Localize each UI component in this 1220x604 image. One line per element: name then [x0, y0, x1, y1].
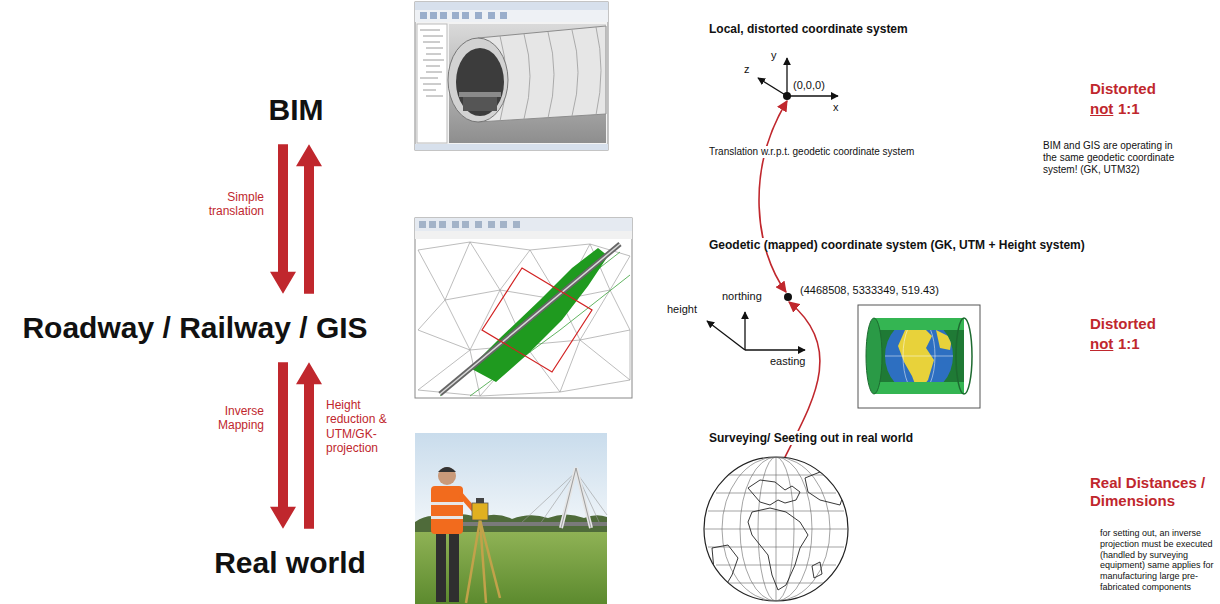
- surveyor-photo: [415, 433, 607, 604]
- terrain-triangulation: [418, 242, 630, 396]
- selection-frame: [482, 268, 592, 372]
- tunnel-portal: [448, 38, 508, 122]
- note-text: for setting out, an inverse projection m…: [1100, 528, 1214, 593]
- bridge-pylon: [561, 468, 591, 528]
- status-text: 1:1: [1118, 335, 1140, 353]
- status-bar: [415, 144, 608, 150]
- axis-label: easting: [770, 355, 805, 368]
- bridge-pylon-edge: [561, 468, 591, 528]
- cylinder-end: [866, 318, 882, 394]
- status-text: Distorted: [1090, 315, 1156, 333]
- bim-screenshot: [415, 2, 608, 150]
- toolbar-icons: [419, 221, 520, 228]
- axis-label: height: [667, 303, 697, 316]
- section-heading: Surveying/ Seeting out in real world: [707, 431, 915, 445]
- coordinate-label: (4468508, 5333349, 519.43): [798, 284, 941, 297]
- block-arrow: [270, 362, 296, 529]
- world-globe: [704, 457, 848, 601]
- projection-cylinder-picture: [858, 305, 980, 408]
- axis-label: x: [833, 101, 839, 114]
- note-text: Translation w.r.p.t. geodetic coordinate…: [707, 146, 916, 158]
- toolbar: [415, 231, 632, 239]
- origin-dot: [783, 92, 791, 100]
- surveyor-figure: [431, 467, 474, 602]
- tree-panel: [417, 24, 447, 143]
- block-arrow: [296, 362, 322, 529]
- road-centerline: [440, 244, 620, 394]
- picture-frame: [858, 305, 980, 408]
- window-frame: [415, 2, 608, 150]
- cylinder-band: [874, 382, 964, 394]
- geodetic-axes: [707, 312, 805, 350]
- block-arrow: [296, 144, 322, 294]
- layer-title: Real world: [214, 546, 366, 581]
- coordinate-label: (0,0,0): [793, 79, 825, 92]
- status-text: 1:1: [1118, 100, 1140, 118]
- tunnel-base: [463, 97, 497, 111]
- window-frame: [415, 218, 632, 398]
- viewport: [449, 24, 606, 143]
- tunnel-rings: [500, 27, 601, 121]
- cylinder-band: [874, 318, 964, 330]
- ribbon: [415, 10, 608, 22]
- arrow-label: Height reduction & UTM/GK-projection: [326, 398, 402, 456]
- block-arrow: [270, 144, 296, 294]
- layer-title: BIM: [269, 93, 324, 128]
- local-axes: [758, 58, 838, 96]
- road-alignment: [440, 244, 620, 394]
- status-text: Distorted: [1090, 80, 1156, 98]
- note-text: BIM and GIS are operating in the same ge…: [1043, 140, 1188, 176]
- title-bar: [415, 2, 608, 10]
- cylinder-end: [956, 318, 972, 394]
- axis-label: northing: [722, 290, 762, 303]
- tree-lines: [420, 30, 444, 96]
- toolbar: [415, 218, 632, 231]
- bridge-deck: [455, 522, 607, 526]
- status-text: not: [1090, 335, 1113, 353]
- point-dot: [784, 293, 792, 301]
- tunnel-floor: [459, 92, 501, 97]
- layer-title: Roadway / Railway / GIS: [22, 311, 367, 346]
- status-text: Real Distances / Dimensions: [1090, 474, 1215, 510]
- arrow-label: Inverse Mapping: [196, 404, 264, 433]
- transform-curve: [759, 101, 787, 292]
- total-station: [466, 498, 500, 603]
- cylinder-back: [874, 318, 964, 394]
- status-text: not: [1090, 100, 1113, 118]
- layer-heading: Roadway / Railway / GIS: [16, 309, 373, 348]
- layer-heading: Real world: [208, 544, 372, 583]
- gis-screenshot: [415, 218, 632, 398]
- arrow-label: Simple translation: [196, 190, 264, 219]
- layer-heading: BIM: [263, 91, 330, 130]
- sky: [415, 433, 607, 533]
- section-heading: Geodetic (mapped) coordinate system (GK,…: [707, 238, 1087, 252]
- axis-label: y: [771, 49, 777, 62]
- section-heading: Local, distorted coordinate system: [707, 22, 910, 36]
- ribbon-icons: [420, 12, 507, 19]
- tunnel-opening: [456, 48, 504, 116]
- axis-label: z: [744, 63, 750, 76]
